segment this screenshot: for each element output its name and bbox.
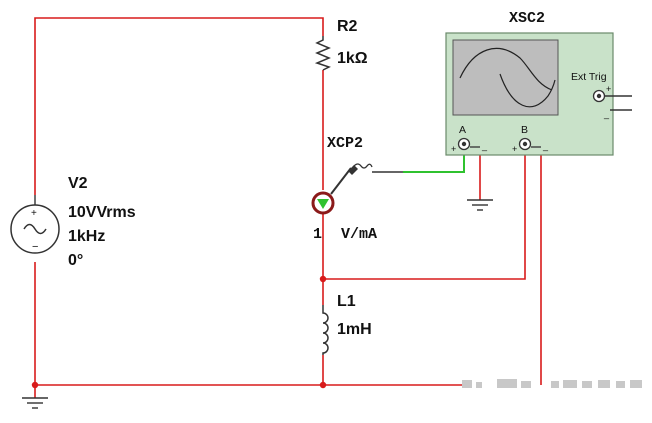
inductor-value: 1mH <box>337 321 372 338</box>
junction-dot <box>31 381 39 389</box>
probe-ratio-value: 1 <box>313 226 322 243</box>
svg-text:+: + <box>31 208 37 219</box>
sine-source-icon[interactable]: + − <box>10 195 60 254</box>
ext-trig-minus: _ <box>603 109 610 119</box>
channel-a-terminal[interactable] <box>457 137 471 151</box>
junction-dot <box>319 275 327 283</box>
channel-b-plus: + <box>512 144 517 154</box>
channel-a-label: A <box>459 124 466 136</box>
svg-text:−: − <box>32 241 38 253</box>
current-probe-icon[interactable] <box>311 163 403 215</box>
resistor-icon[interactable] <box>314 36 331 71</box>
scope-name: XSC2 <box>509 10 545 27</box>
ext-trig-plus: + <box>606 84 611 94</box>
source-frequency: 1kHz <box>68 228 105 245</box>
channel-b-minus: _ <box>542 141 549 151</box>
inductor-icon[interactable] <box>322 305 329 355</box>
probe-ratio-unit: V/mA <box>341 226 377 243</box>
channel-b-label: B <box>521 124 528 136</box>
channel-a-minus: _ <box>481 141 488 151</box>
scope-trace-b <box>499 73 556 108</box>
inductor-name: L1 <box>337 293 356 310</box>
wire-node-to-scope-b <box>323 147 526 280</box>
watermark <box>462 379 642 388</box>
ground-icon <box>467 199 493 211</box>
source-voltage: 10VVrms <box>68 204 136 221</box>
wire-top <box>34 17 324 195</box>
scope-screen <box>452 39 559 116</box>
probe-name: XCP2 <box>327 135 363 152</box>
ground-icon <box>22 397 48 409</box>
source-phase: 0° <box>68 252 83 269</box>
scope-trace-a <box>459 48 553 91</box>
junction-dot <box>319 381 327 389</box>
ext-trig-terminal[interactable] <box>592 89 606 103</box>
channel-a-plus: + <box>451 144 456 154</box>
ext-trig-label: Ext Trig <box>571 71 607 83</box>
channel-b-terminal[interactable] <box>518 137 532 151</box>
wires <box>34 17 542 398</box>
oscilloscope-icon[interactable] <box>445 32 614 156</box>
source-name: V2 <box>68 175 88 192</box>
resistor-value: 1kΩ <box>337 50 368 67</box>
resistor-name: R2 <box>337 18 358 35</box>
